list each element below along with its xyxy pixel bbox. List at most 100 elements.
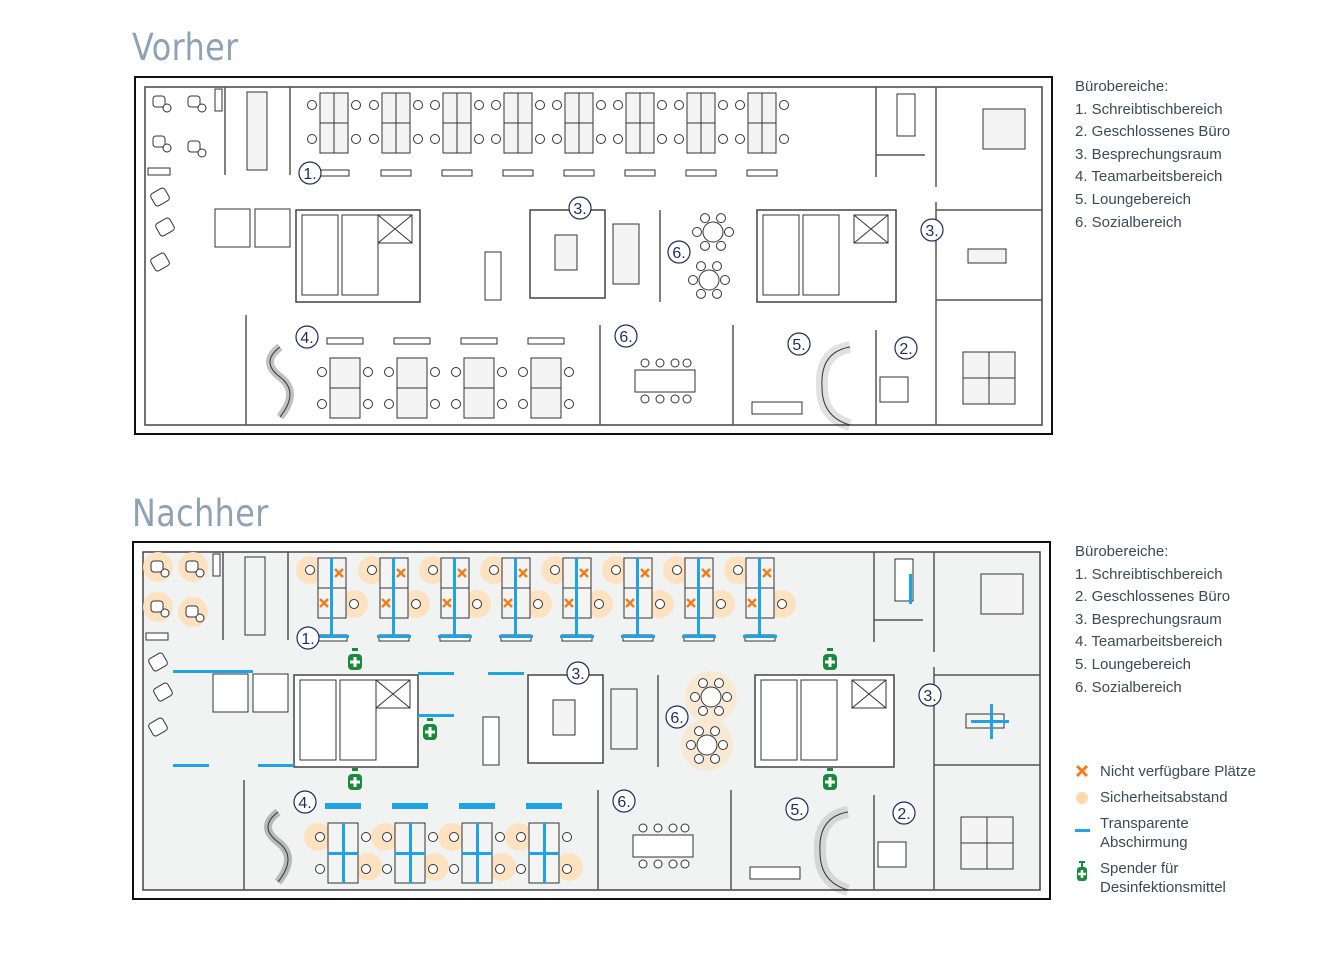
unavailable-x bbox=[762, 568, 772, 578]
legend-item: 5. Loungebereich bbox=[1075, 655, 1191, 673]
chair bbox=[430, 100, 440, 110]
armchair bbox=[153, 682, 173, 702]
chair bbox=[710, 726, 720, 737]
transparent-shield bbox=[462, 852, 492, 855]
chair bbox=[518, 367, 528, 377]
area-label-ring bbox=[665, 705, 689, 729]
cabinet bbox=[212, 553, 221, 577]
chair bbox=[733, 565, 743, 575]
meeting-table bbox=[982, 108, 1026, 150]
round-table bbox=[696, 734, 718, 756]
chair bbox=[550, 565, 560, 575]
shaft-cross bbox=[377, 214, 413, 244]
unavailable-x bbox=[381, 598, 391, 608]
chair bbox=[698, 678, 708, 689]
transparent-shield bbox=[392, 803, 428, 809]
legend-item: 6. Sozialbereich bbox=[1075, 678, 1182, 696]
transparent-shield bbox=[418, 714, 454, 717]
sideboard bbox=[502, 169, 534, 177]
office-desk bbox=[879, 376, 909, 403]
dispenser-cross bbox=[425, 727, 435, 737]
chair bbox=[613, 100, 623, 110]
area-label: 4. bbox=[300, 330, 313, 347]
unavailable-x bbox=[334, 568, 344, 578]
chair bbox=[307, 100, 317, 110]
transparent-shield bbox=[621, 635, 655, 638]
chair bbox=[430, 399, 440, 409]
lounge-chair bbox=[152, 135, 166, 148]
transparent-shield bbox=[395, 852, 425, 855]
chair bbox=[451, 399, 461, 409]
conference-table bbox=[632, 834, 694, 858]
chair bbox=[474, 100, 484, 110]
area-label-ring bbox=[295, 325, 319, 349]
side-table bbox=[197, 103, 207, 113]
shaft bbox=[375, 679, 411, 709]
meeting-table bbox=[552, 699, 576, 736]
before-title: Vorher bbox=[132, 26, 239, 69]
area-label-ring bbox=[918, 683, 942, 707]
unavailable-x bbox=[564, 598, 574, 608]
chair bbox=[474, 134, 484, 144]
dispenser-cap bbox=[352, 768, 358, 771]
shaft-cross bbox=[375, 679, 411, 709]
chair bbox=[653, 823, 663, 833]
chair bbox=[472, 599, 482, 609]
elevator bbox=[299, 679, 337, 761]
round-table bbox=[702, 221, 724, 243]
transparent-shield bbox=[330, 558, 333, 638]
after-title: Nachher bbox=[132, 492, 269, 535]
legend-item: 4. Teamarbeitsbereich bbox=[1075, 633, 1223, 651]
lounge-chair bbox=[187, 140, 201, 153]
chair bbox=[682, 394, 692, 404]
sideboard bbox=[460, 337, 498, 345]
disinfectant-dispenser bbox=[823, 768, 837, 790]
side-table bbox=[160, 608, 170, 618]
chair bbox=[518, 399, 528, 409]
chair bbox=[611, 565, 621, 575]
chair bbox=[716, 599, 726, 609]
s-sofa bbox=[269, 346, 291, 418]
chair bbox=[382, 832, 392, 842]
disinfectant-dispenser bbox=[423, 718, 437, 740]
chair bbox=[317, 367, 327, 377]
lounge-chair bbox=[150, 560, 164, 573]
chair bbox=[361, 832, 371, 842]
unavailable-x bbox=[701, 568, 711, 578]
building-core bbox=[756, 209, 897, 303]
round-table bbox=[700, 686, 722, 708]
chair bbox=[315, 864, 325, 874]
cabinet bbox=[147, 167, 171, 176]
chair bbox=[716, 240, 726, 251]
chair bbox=[497, 399, 507, 409]
desk-block bbox=[244, 556, 266, 636]
transparent-shield bbox=[173, 670, 253, 673]
area-label: 6. bbox=[670, 710, 683, 727]
chair bbox=[428, 565, 438, 575]
chair bbox=[363, 367, 373, 377]
chair bbox=[735, 100, 745, 110]
legend-heading: Bürobereiche: bbox=[1075, 78, 1169, 95]
transparent-shield bbox=[909, 574, 912, 604]
chair bbox=[640, 394, 650, 404]
curved-sofa bbox=[821, 346, 851, 426]
transparent-shield bbox=[453, 558, 456, 638]
legend-item: 1. Schreibtischbereich bbox=[1075, 100, 1223, 118]
chair bbox=[552, 134, 562, 144]
chair bbox=[491, 134, 501, 144]
curved-sofa bbox=[819, 811, 849, 891]
elevator bbox=[762, 214, 800, 296]
area-label-ring bbox=[667, 240, 691, 264]
bench bbox=[749, 866, 801, 880]
chair bbox=[596, 100, 606, 110]
legend-label: Spender für bbox=[1100, 860, 1179, 877]
chair bbox=[361, 864, 371, 874]
chair bbox=[672, 565, 682, 575]
transparent-shield bbox=[325, 803, 361, 809]
chair bbox=[724, 227, 734, 237]
legend-item: 1. Schreibtischbereich bbox=[1075, 565, 1223, 583]
chair bbox=[495, 832, 505, 842]
phone-booth bbox=[212, 673, 249, 713]
area-label-ring bbox=[566, 661, 590, 685]
chair bbox=[657, 134, 667, 144]
